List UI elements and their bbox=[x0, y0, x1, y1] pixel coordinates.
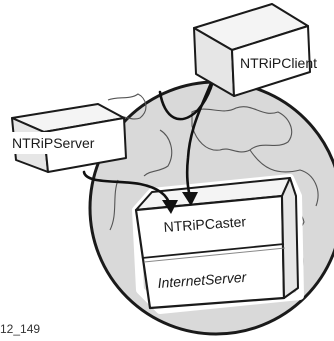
caster-box-side bbox=[281, 177, 299, 299]
arrowhead-client bbox=[182, 192, 198, 206]
caster-label: NTRiPCaster bbox=[163, 213, 247, 235]
figure-number: 12_149 bbox=[0, 322, 40, 336]
caster-box-divider-shadow bbox=[143, 247, 286, 263]
caster-box: NTRiPCaster InternetServer bbox=[132, 174, 304, 314]
arrowheads bbox=[162, 192, 198, 214]
server-label: NTRiPServer bbox=[12, 135, 95, 151]
arrowhead-server bbox=[162, 200, 178, 214]
server-box: NTRiPServer bbox=[10, 103, 127, 173]
arrow-client-to-caster bbox=[185, 64, 220, 200]
client-box-face bbox=[231, 25, 311, 97]
server-label-bg bbox=[10, 132, 122, 154]
client-label: NTRiPClient bbox=[240, 55, 317, 71]
arrow-server-to-caster bbox=[82, 170, 172, 208]
caster-box-divider bbox=[141, 243, 285, 259]
client-box: NTRiPClient bbox=[193, 3, 317, 97]
internet-server-label: InternetServer bbox=[157, 269, 248, 291]
